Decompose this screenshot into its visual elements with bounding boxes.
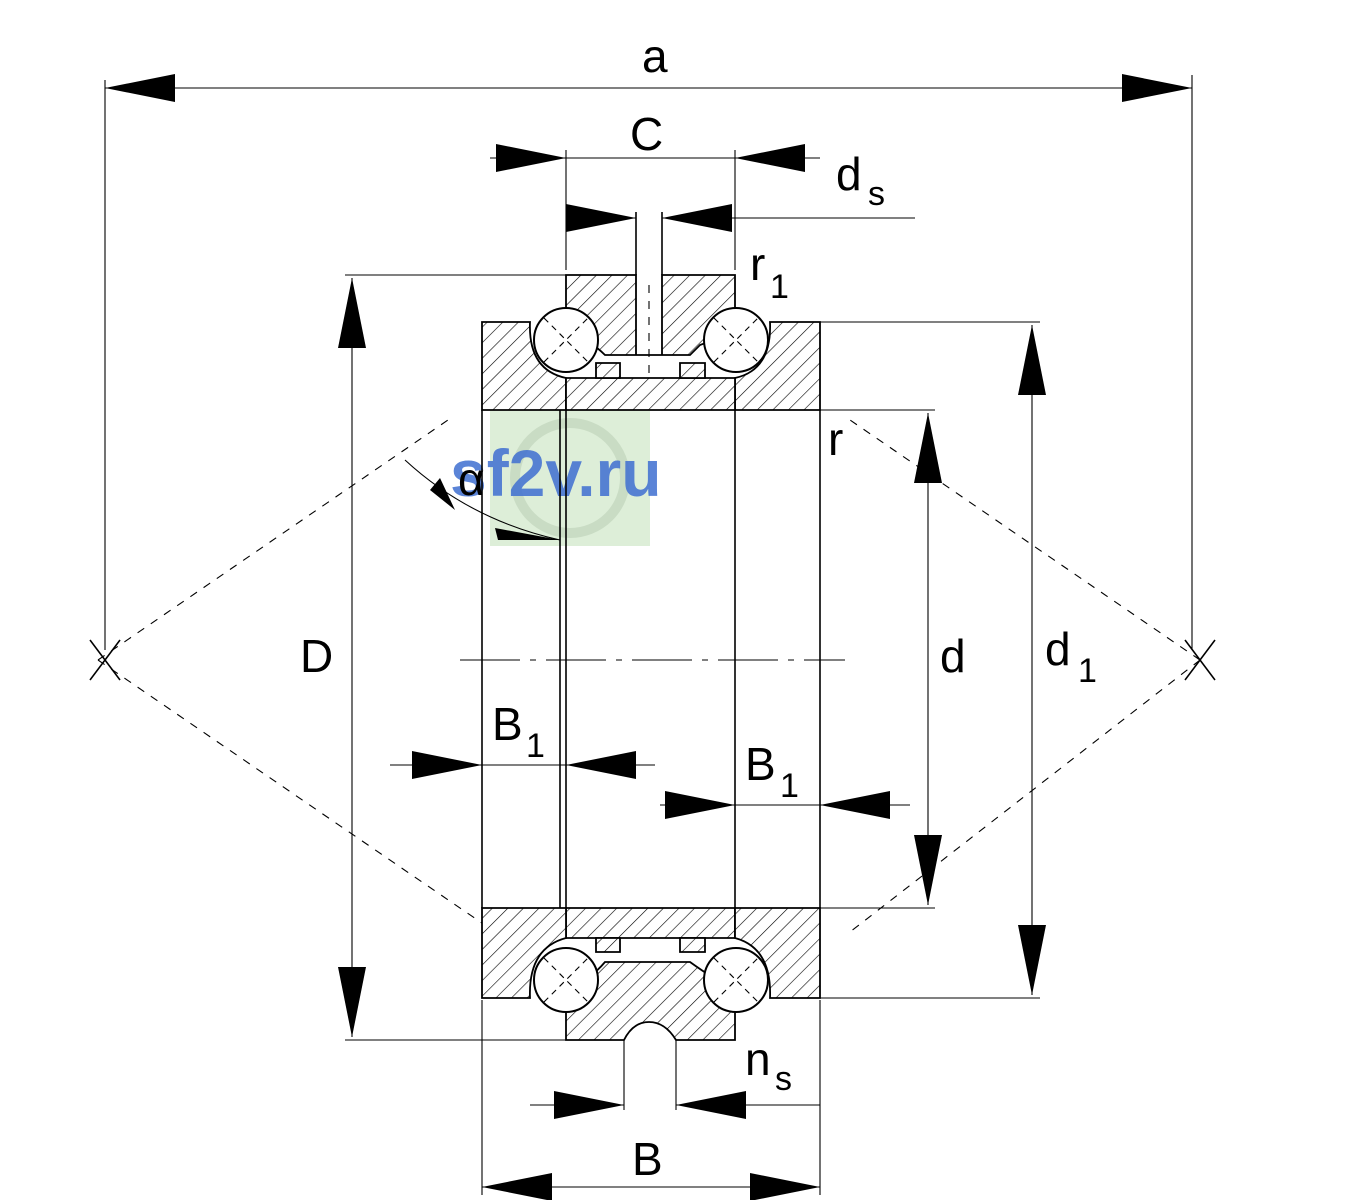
label-a: a [642, 30, 668, 82]
label-alpha: α [458, 453, 485, 505]
dimension-lines [105, 73, 1192, 1200]
label-B: B [632, 1133, 663, 1185]
label-r1: r [750, 238, 765, 290]
bottom-inner-sleeve [565, 907, 736, 939]
bearing-bottom-section [481, 907, 821, 1041]
watermark-text: sf2v.ru [450, 436, 662, 510]
top-spacer-right [679, 362, 706, 379]
bearing-top-section [481, 212, 821, 411]
bottom-spacer-left [595, 937, 621, 953]
bore-outlines [481, 410, 821, 908]
label-d1-sub: 1 [1078, 652, 1097, 690]
bottom-right-ball [703, 947, 769, 1013]
bottom-right-shaft-washer [734, 907, 821, 999]
top-spacer-left [595, 362, 621, 379]
top-inner-sleeve [565, 377, 736, 411]
label-B1-right: B [745, 738, 776, 790]
label-d: d [940, 630, 966, 682]
dim-alpha-arc [404, 459, 561, 541]
label-B1-left: B [492, 698, 523, 750]
watermark: sf2v.ru [450, 410, 662, 546]
label-d-s-sub: s [868, 175, 885, 213]
label-C: C [630, 108, 663, 160]
label-r1-sub: 1 [770, 268, 789, 306]
labels: a C d s r 1 r α D d d 1 B 1 B 1 n s B [300, 30, 1097, 1185]
label-d1: d [1045, 623, 1071, 675]
watermark-bearing-icon [510, 418, 630, 538]
top-right-shaft-washer [734, 321, 821, 411]
label-d-s: d [836, 148, 862, 200]
bottom-housing-washer [565, 961, 736, 1041]
label-n-s: n [745, 1033, 771, 1085]
bottom-spacer-right [679, 937, 706, 953]
label-r: r [828, 413, 843, 465]
bottom-left-shaft-washer [481, 907, 567, 999]
label-B1-right-sub: 1 [780, 767, 799, 805]
top-left-ball [533, 307, 599, 373]
label-D: D [300, 630, 333, 682]
bottom-left-ball [533, 947, 599, 1013]
label-n-s-sub: s [775, 1060, 792, 1098]
label-B1-left-sub: 1 [526, 727, 545, 765]
extension-lines [104, 75, 1193, 1195]
top-right-ball [703, 307, 769, 373]
